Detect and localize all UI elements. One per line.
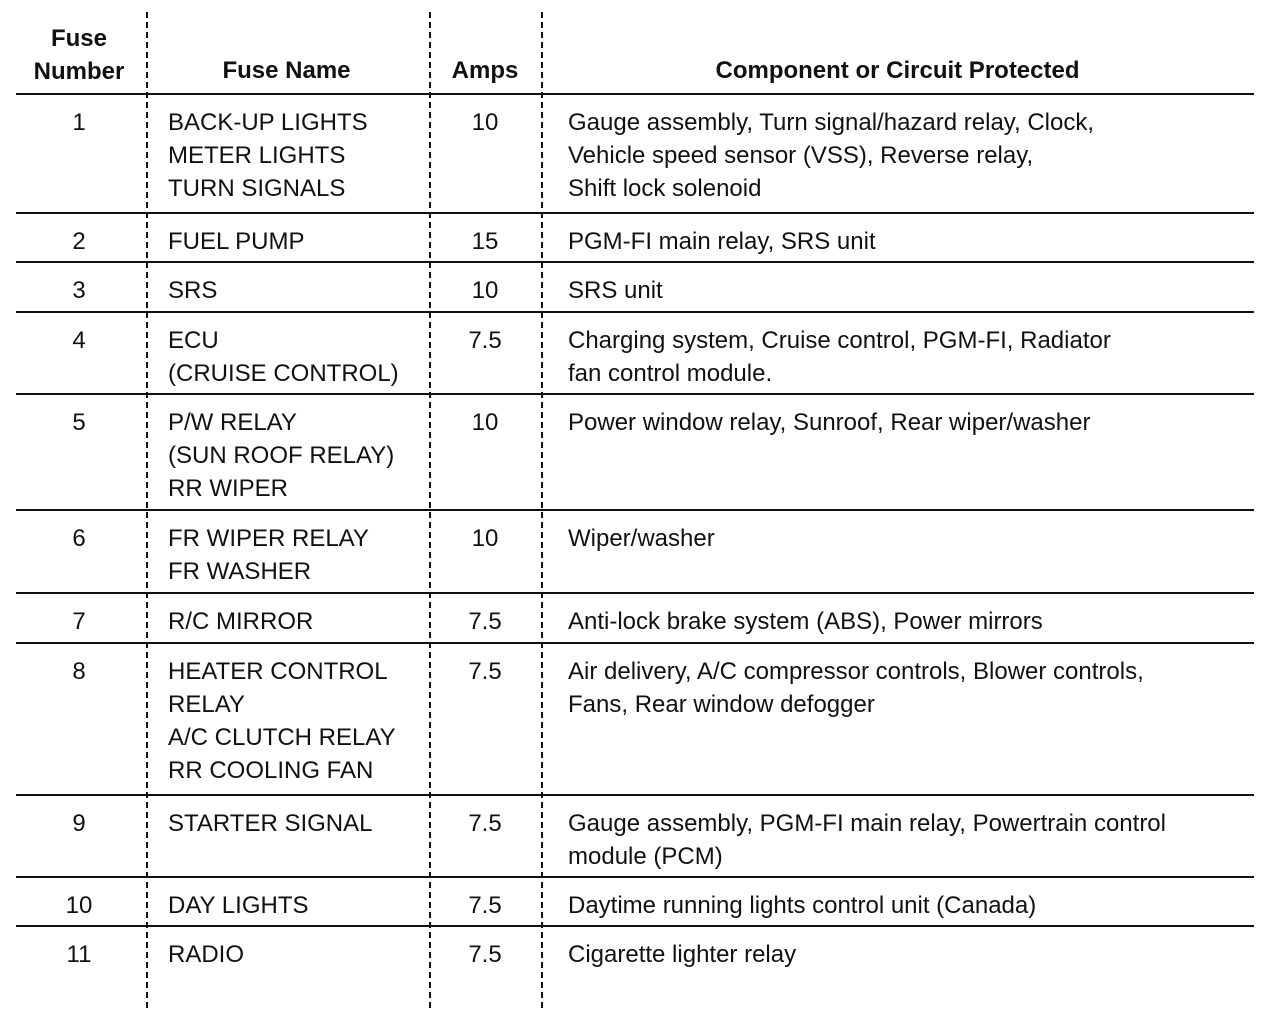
amps-cell: 15 <box>471 228 499 255</box>
amps-cell: 7.5 <box>468 608 502 635</box>
amps-cell: 10 <box>471 277 499 304</box>
table-row: 4 ECU (CRUISE CONTROL) 7.5 Charging syst… <box>16 313 1254 395</box>
table-row: 7 R/C MIRROR 7.5 Anti-lock brake system … <box>16 594 1254 644</box>
fuse-number-cell: 11 <box>66 941 92 968</box>
amps-cell: 7.5 <box>468 810 502 837</box>
header-fuse-name: Fuse Name <box>222 57 351 84</box>
fuse-number-cell: 9 <box>72 810 86 837</box>
fuse-name-cell: SRS <box>168 277 218 304</box>
fuse-number-cell: 4 <box>72 327 86 354</box>
header-component: Component or Circuit Protected <box>715 57 1080 84</box>
amps-cell: 10 <box>471 525 499 552</box>
table-row: 2 FUEL PUMP 15 PGM-FI main relay, SRS un… <box>16 214 1254 263</box>
fuse-name-cell: BACK-UP LIGHTS METER LIGHTS TURN SIGNALS <box>168 109 368 202</box>
component-cell: Anti-lock brake system (ABS), Power mirr… <box>568 608 1043 635</box>
fuse-name-cell: FR WIPER RELAY FR WASHER <box>168 525 369 585</box>
fuse-name-cell: RADIO <box>168 941 245 968</box>
fuse-number-cell: 5 <box>72 409 86 436</box>
amps-cell: 7.5 <box>468 327 502 354</box>
fuse-number-cell: 3 <box>72 277 86 304</box>
table-row: 1 BACK-UP LIGHTS METER LIGHTS TURN SIGNA… <box>16 95 1254 214</box>
header-amps: Amps <box>451 57 519 84</box>
amps-cell: 10 <box>471 409 499 436</box>
fuse-name-cell: STARTER SIGNAL <box>168 810 373 837</box>
fuse-number-cell: 7 <box>72 608 86 635</box>
table-row: 9 STARTER SIGNAL 7.5 Gauge assembly, PGM… <box>16 796 1254 878</box>
fuse-name-cell: R/C MIRROR <box>168 608 314 635</box>
fuse-name-cell: P/W RELAY (SUN ROOF RELAY) RR WIPER <box>168 409 395 502</box>
fuse-number-cell: 2 <box>72 228 86 255</box>
table-row: 3 SRS 10 SRS unit <box>16 263 1254 313</box>
table-row: 8 HEATER CONTROL RELAY A/C CLUTCH RELAY … <box>16 644 1254 796</box>
table-row: 5 P/W RELAY (SUN ROOF RELAY) RR WIPER 10… <box>16 395 1254 511</box>
amps-cell: 7.5 <box>468 658 502 685</box>
fuse-number-cell: 1 <box>72 109 86 136</box>
fuse-table: Fuse Number Fuse Name Amps Component or … <box>16 0 1254 1016</box>
component-cell: Cigarette lighter relay <box>568 941 797 968</box>
component-cell: Gauge assembly, PGM-FI main relay, Power… <box>568 810 1166 870</box>
fuse-number-cell: 8 <box>72 658 86 685</box>
amps-cell: 7.5 <box>468 892 502 919</box>
component-cell: Wiper/washer <box>568 525 715 552</box>
fuse-name-cell: FUEL PUMP <box>168 228 305 255</box>
header-fuse-number: Fuse Number <box>33 25 125 85</box>
component-cell: Daytime running lights control unit (Can… <box>568 892 1037 919</box>
component-cell: SRS unit <box>568 277 663 304</box>
component-cell: Power window relay, Sunroof, Rear wiper/… <box>568 409 1091 436</box>
amps-cell: 7.5 <box>468 941 502 968</box>
fuse-name-cell: ECU (CRUISE CONTROL) <box>168 327 399 387</box>
fuse-number-cell: 6 <box>72 525 86 552</box>
component-cell: PGM-FI main relay, SRS unit <box>568 228 876 255</box>
fuse-name-cell: HEATER CONTROL RELAY A/C CLUTCH RELAY RR… <box>168 658 396 784</box>
component-cell: Air delivery, A/C compressor controls, B… <box>568 658 1144 718</box>
component-cell: Gauge assembly, Turn signal/hazard relay… <box>568 109 1095 202</box>
header-row: Fuse Number Fuse Name Amps Component or … <box>16 0 1254 95</box>
fuse-name-cell: DAY LIGHTS <box>168 892 309 919</box>
component-cell: Charging system, Cruise control, PGM-FI,… <box>568 327 1111 387</box>
fuse-number-cell: 10 <box>65 892 93 919</box>
table-row: 10 DAY LIGHTS 7.5 Daytime running lights… <box>16 878 1254 927</box>
table-row: 6 FR WIPER RELAY FR WASHER 10 Wiper/wash… <box>16 511 1254 594</box>
table-row: 11 RADIO 7.5 Cigarette lighter relay <box>16 927 1254 1008</box>
amps-cell: 10 <box>471 109 499 136</box>
